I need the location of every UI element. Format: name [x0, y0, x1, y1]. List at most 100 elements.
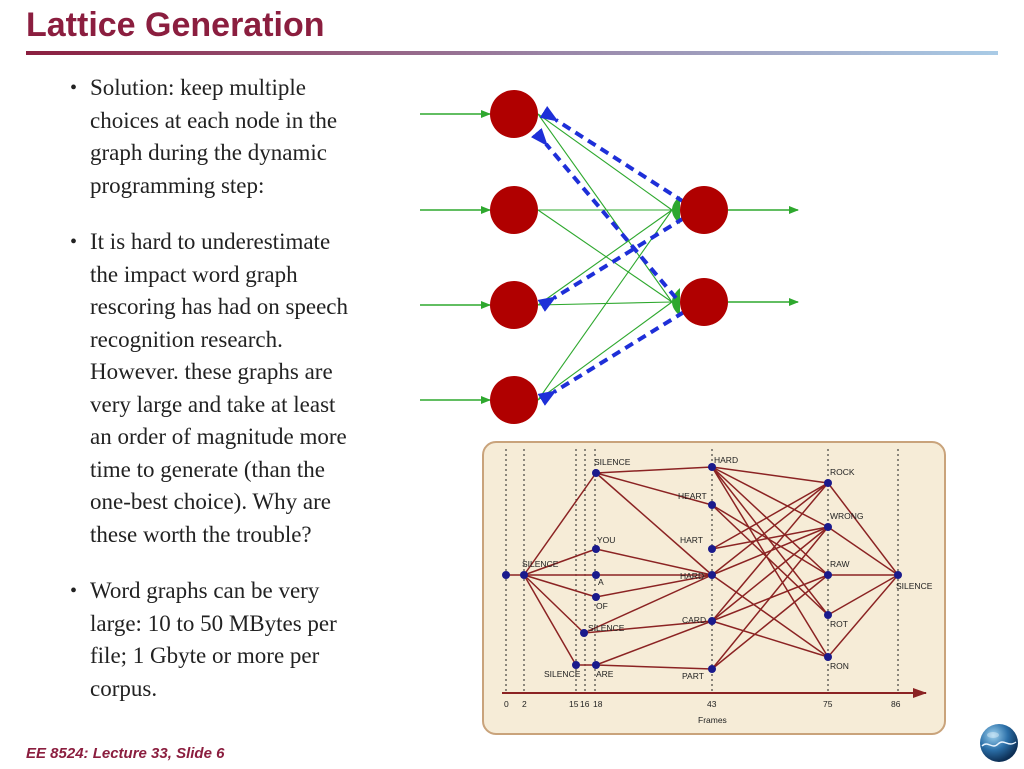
axis-title: Frames — [698, 715, 727, 725]
lattice-edge — [711, 526, 829, 550]
lattice-node — [708, 463, 716, 471]
axis-tick-label: 75 — [823, 699, 833, 709]
lattice-node — [894, 571, 902, 579]
bullet-line: It is hard to underestimate — [90, 229, 331, 254]
bullet-line: recognition research. — [90, 326, 283, 352]
lattice-edge — [595, 466, 713, 474]
lattice-word: SILENCE — [544, 669, 581, 679]
lattice-word: RAW — [830, 559, 850, 569]
trellis-node — [490, 281, 538, 329]
lattice-edge — [827, 482, 899, 576]
bullet-line: choices at each node in the — [90, 107, 338, 133]
axis-tick-label: 15 — [569, 699, 579, 709]
bullet-list: • Solution: keep multiple choices at eac… — [66, 72, 406, 729]
bullet-line: Word graphs can be very — [90, 578, 320, 603]
bullet-line: time to generate (than the — [90, 456, 326, 482]
lattice-edge — [595, 664, 713, 670]
transition-edge — [537, 209, 673, 303]
trellis-node — [680, 278, 728, 326]
trellis-node — [490, 376, 538, 424]
lattice-node — [824, 523, 832, 531]
lattice-node — [592, 545, 600, 553]
lattice-edge — [711, 620, 829, 658]
lattice-edge — [711, 504, 829, 576]
lattice-edge — [523, 548, 597, 576]
backpointer-arrow — [539, 106, 686, 204]
lattice-edge — [711, 526, 829, 622]
bullet-dot-icon: • — [70, 580, 78, 602]
lattice-edge — [711, 466, 829, 484]
lattice-node — [592, 469, 600, 477]
lattice-edge — [711, 466, 829, 576]
lattice-word: PART — [682, 671, 704, 681]
lattice-edge — [827, 526, 899, 576]
bullet-dot-icon: • — [70, 231, 78, 253]
axis-tick-label: 86 — [891, 699, 901, 709]
axis-tick-label: 0 — [504, 699, 509, 709]
lattice-word: SILENCE — [522, 559, 559, 569]
lattice-node — [572, 661, 580, 669]
trellis-node — [490, 186, 538, 234]
lattice-edge — [595, 472, 713, 506]
lattice-edge — [595, 472, 713, 576]
lattice-edge — [711, 482, 829, 622]
bullet-line: file; 1 Gbyte or more per — [90, 643, 320, 668]
lattice-word: ARE — [596, 669, 614, 679]
lattice-edge — [595, 620, 713, 666]
lattice-node — [592, 593, 600, 601]
bullet-line: very large and take at least — [90, 391, 336, 417]
lattice-edge — [523, 574, 577, 666]
title-divider — [26, 51, 998, 55]
transition-edge — [537, 113, 673, 211]
backpointer-arrow — [537, 310, 686, 406]
lattice-edge — [523, 574, 585, 634]
bullet-item: • Solution: keep multiple choices at eac… — [66, 72, 406, 202]
lattice-word: A — [598, 577, 604, 587]
backpointer-arrow — [537, 216, 686, 312]
lattice-node — [824, 653, 832, 661]
bullet-line: one-best choice). Why are — [90, 489, 331, 514]
lattice-edge — [595, 574, 713, 598]
lattice-node — [520, 571, 528, 579]
lattice-edge — [583, 620, 713, 634]
slide-footer: EE 8524: Lecture 33, Slide 6 — [26, 745, 225, 762]
lattice-word: HEART — [678, 491, 707, 501]
lattice-word: RON — [830, 661, 849, 671]
transition-edge — [537, 209, 673, 401]
lattice-word: SILENCE — [896, 581, 933, 591]
lattice-node — [502, 571, 510, 579]
lattice-edge — [711, 574, 829, 658]
lattice-node — [708, 501, 716, 509]
lattice-word: ROCK — [830, 467, 855, 477]
lattice-node — [708, 545, 716, 553]
lattice-node — [580, 629, 588, 637]
bullet-line: an order of magnitude more — [90, 424, 347, 449]
lattice-edge — [523, 472, 597, 576]
bullet-line: large: 10 to 50 MBytes per — [90, 610, 337, 636]
transition-edge — [537, 209, 673, 306]
transition-edge — [537, 301, 673, 306]
lattice-edge — [711, 526, 829, 670]
lattice-edge — [711, 482, 829, 550]
trellis-diagram — [414, 80, 814, 430]
lattice-word: HART — [680, 535, 703, 545]
bullet-line: However. these graphs are — [90, 359, 333, 384]
bullet-item: • Word graphs can be very large: 10 to 5… — [66, 575, 406, 705]
bullet-dot-icon: • — [70, 77, 78, 99]
axis-tick-label: 18 — [593, 699, 603, 709]
word-lattice-panel: SILENCE SILENCE YOU A OF SILENCE SILENCE… — [482, 441, 946, 735]
lattice-word: SILENCE — [594, 457, 631, 467]
lattice-word: HARD — [714, 455, 738, 465]
lattice-node — [592, 571, 600, 579]
bullet-line: Solution: keep multiple — [90, 75, 306, 100]
lattice-word: YOU — [597, 535, 615, 545]
axis-tick-label: 43 — [707, 699, 717, 709]
lattice-edge — [583, 574, 713, 634]
junction-marker — [672, 196, 680, 224]
lattice-node — [708, 665, 716, 673]
lattice-word: HARD — [680, 571, 704, 581]
lattice-edge — [711, 504, 829, 616]
bullet-line: rescoring has had on speech — [90, 294, 349, 319]
axis-tick-label: 2 — [522, 699, 527, 709]
lattice-word: CARD — [682, 615, 706, 625]
